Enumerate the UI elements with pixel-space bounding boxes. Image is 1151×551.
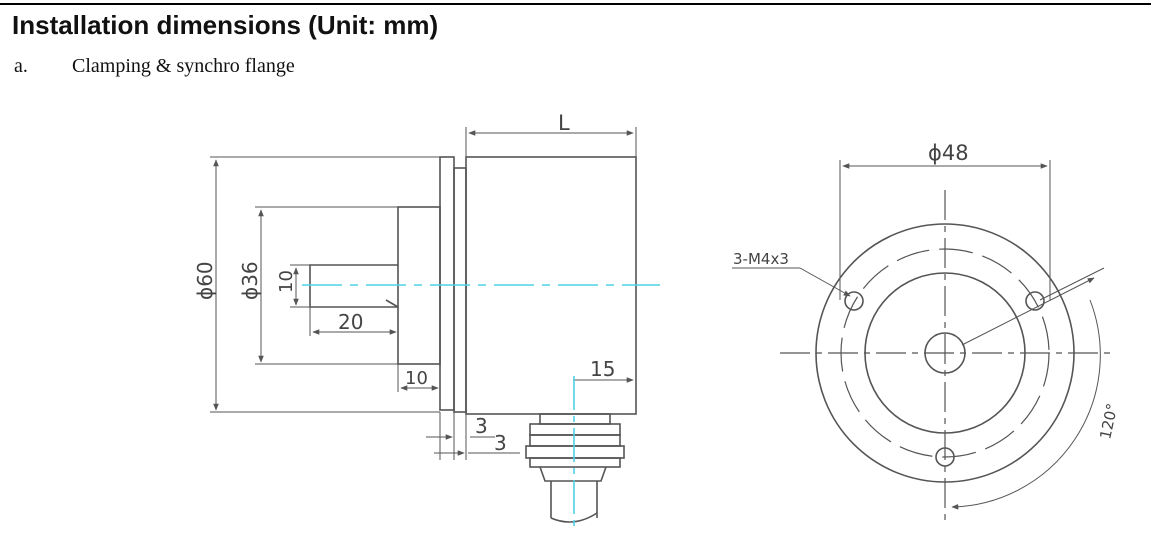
side-view (210, 127, 637, 523)
angle-arc (951, 299, 1101, 510)
label-outer-diameter: ϕ60 (193, 261, 217, 300)
label-bolt-circle: ϕ48 (928, 141, 969, 165)
label-shaft-length: 20 (338, 310, 363, 334)
mounting-hole-right (1025, 291, 1045, 311)
callout-leader (799, 267, 851, 297)
label-inner-diameter: ϕ36 (238, 261, 262, 300)
label-hole-angle: 120° (1096, 402, 1121, 441)
front-view (732, 160, 1110, 525)
section-title: Clamping & synchro flange (72, 55, 295, 77)
label-shaft-diameter: 10 (276, 270, 297, 293)
mounting-hole-left (844, 291, 864, 311)
label-connector-offset: 15 (590, 357, 615, 381)
page-title: Installation dimensions (Unit: mm) (12, 10, 439, 40)
radius-line (961, 277, 1095, 346)
flange-spacer (453, 167, 467, 413)
shaft-flat (385, 299, 399, 308)
flange (439, 156, 455, 411)
label-flange-a: 3 (475, 414, 488, 438)
top-rule (0, 3, 1151, 5)
shaft (309, 264, 398, 308)
centerlines-side (302, 284, 660, 530)
label-hole-callout: 3-M4x3 (733, 250, 789, 268)
label-length: L (558, 111, 570, 135)
label-boss-width: 10 (405, 368, 428, 389)
label-flange-b: 3 (494, 431, 507, 455)
section-letter: a. (14, 55, 28, 77)
cable-gland (525, 413, 625, 523)
